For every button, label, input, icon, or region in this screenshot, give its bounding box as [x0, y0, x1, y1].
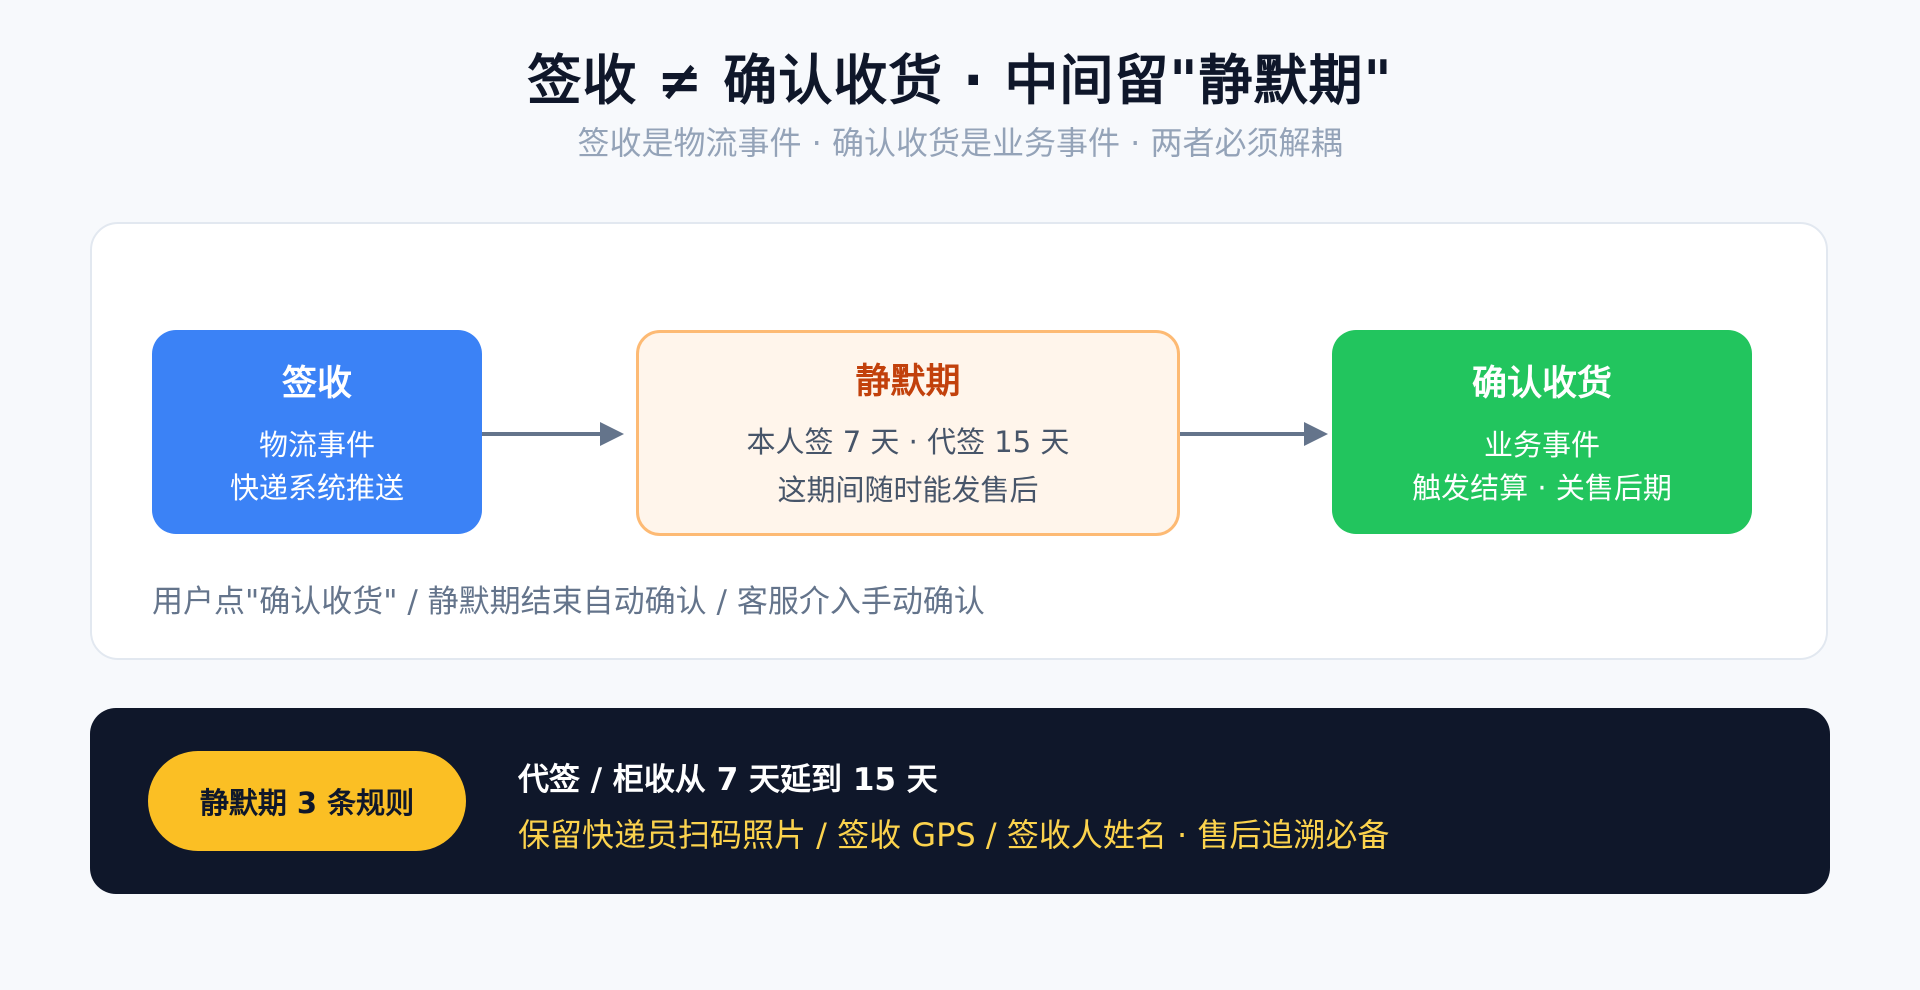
- node-silent-period: 静默期 本人签 7 天 · 代签 15 天 这期间随时能发售后: [636, 330, 1180, 536]
- node-silent-line: 本人签 7 天 · 代签 15 天: [746, 424, 1070, 459]
- arrow-silent-to-confirm: [1180, 422, 1328, 446]
- node-sign-line: 快递系统推送: [229, 470, 404, 505]
- rules-badge: 静默期 3 条规则: [148, 751, 466, 851]
- flow-note: 用户点"确认收货" / 静默期结束自动确认 / 客服介入手动确认: [152, 584, 985, 620]
- node-silent-title: 静默期: [855, 361, 961, 402]
- node-sign-title: 签收: [281, 363, 352, 404]
- node-sign-line: 物流事件: [258, 427, 375, 462]
- node-confirm-line: 触发结算 · 关售后期: [1412, 470, 1672, 505]
- node-confirm-title: 确认收货: [1471, 363, 1612, 404]
- rules-panel: 静默期 3 条规则 代签 / 柜收从 7 天延到 15 天 保留快递员扫码照片 …: [90, 708, 1830, 894]
- node-sign: 签收 物流事件 快递系统推送: [152, 330, 482, 534]
- page-title: 签收 ≠ 确认收货 · 中间留"静默期": [527, 49, 1393, 112]
- rules-line-secondary: 保留快递员扫码照片 / 签收 GPS / 签收人姓名 · 售后追溯必备: [518, 816, 1390, 854]
- page-subtitle: 签收是物流事件 · 确认收货是业务事件 · 两者必须解耦: [577, 124, 1343, 162]
- node-confirm-receipt: 确认收货 业务事件 触发结算 · 关售后期: [1332, 330, 1752, 534]
- node-silent-line: 这期间随时能发售后: [777, 472, 1039, 507]
- arrow-sign-to-silent: [482, 422, 624, 446]
- node-confirm-line: 业务事件: [1483, 427, 1600, 462]
- rules-line-primary: 代签 / 柜收从 7 天延到 15 天: [518, 762, 938, 798]
- flow-panel: 签收 物流事件 快递系统推送 静默期 本人签 7 天 · 代签 15 天 这期间…: [90, 222, 1828, 660]
- flow-arrows: [482, 422, 1328, 446]
